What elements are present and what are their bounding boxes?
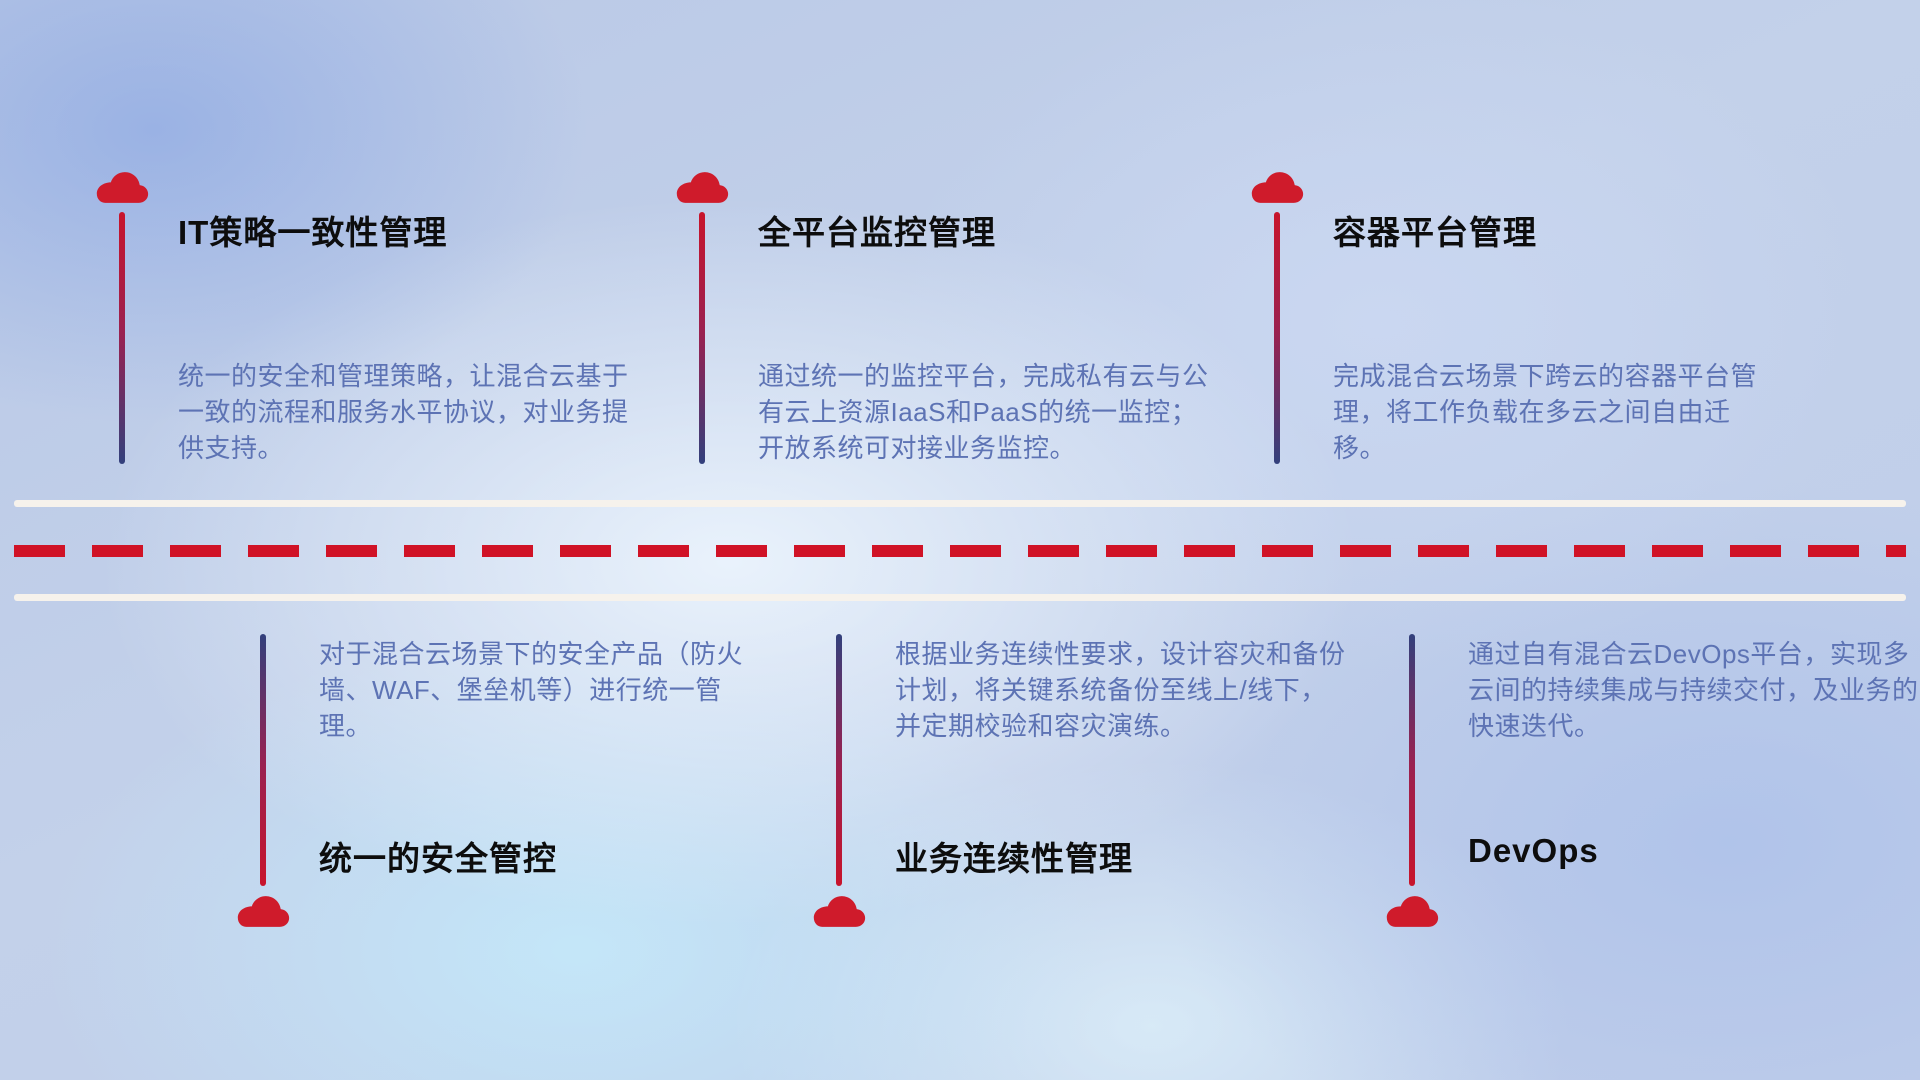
road-top-line (14, 500, 1906, 507)
cloud-icon (1249, 168, 1305, 206)
timeline-connector (1409, 634, 1415, 886)
item-title: DevOps (1468, 832, 1599, 869)
item-title: 业务连续性管理 (895, 840, 1133, 877)
cloud-icon (94, 168, 150, 206)
timeline-connector (836, 634, 842, 886)
item-title: 容器平台管理 (1333, 214, 1537, 251)
item-description: 通过统一的监控平台，完成私有云与公有云上资源IaaS和PaaS的统一监控；开放系… (758, 361, 1209, 463)
capability-item-devops: DevOps 通过自有混合云DevOps平台，实现多云间的持续集成与持续交付，及… (1384, 634, 1918, 964)
capability-item-it-policy: IT策略一致性管理 统一的安全和管理策略，让混合云基于一致的流程和服务水平协议，… (94, 168, 628, 498)
item-description: 对于混合云场景下的安全产品（防火墙、WAF、堡垒机等）进行统一管理。 (319, 639, 744, 741)
capability-item-monitoring: 全平台监控管理 通过统一的监控平台，完成私有云与公有云上资源IaaS和PaaS的… (674, 168, 1208, 498)
timeline-connector (1274, 212, 1280, 464)
capability-item-business-continuity: 业务连续性管理 根据业务连续性要求，设计容灾和备份计划，将关键系统备份至线上/线… (811, 634, 1345, 964)
timeline-connector (260, 634, 266, 886)
item-title: IT策略一致性管理 (178, 214, 448, 251)
item-description: 完成混合云场景下跨云的容器平台管理，将工作负载在多云之间自由迁移。 (1333, 361, 1758, 463)
item-description: 统一的安全和管理策略，让混合云基于一致的流程和服务水平协议，对业务提供支持。 (178, 361, 629, 463)
capability-item-container-platform: 容器平台管理 完成混合云场景下跨云的容器平台管理，将工作负载在多云之间自由迁移。 (1249, 168, 1769, 498)
cloud-icon (674, 168, 730, 206)
item-description: 通过自有混合云DevOps平台，实现多云间的持续集成与持续交付，及业务的快速迭代… (1468, 639, 1919, 741)
road-bottom-line (14, 594, 1906, 601)
timeline-connector (699, 212, 705, 464)
cloud-icon (235, 892, 291, 930)
timeline-connector (119, 212, 125, 464)
item-description: 根据业务连续性要求，设计容灾和备份计划，将关键系统备份至线上/线下，并定期校验和… (895, 639, 1346, 741)
item-title: 全平台监控管理 (758, 214, 996, 251)
capability-item-security: 统一的安全管控 对于混合云场景下的安全产品（防火墙、WAF、堡垒机等）进行统一管… (235, 634, 755, 964)
cloud-icon (1384, 892, 1440, 930)
road-dashed-line (14, 545, 1906, 557)
item-title: 统一的安全管控 (319, 840, 557, 877)
cloud-icon (811, 892, 867, 930)
